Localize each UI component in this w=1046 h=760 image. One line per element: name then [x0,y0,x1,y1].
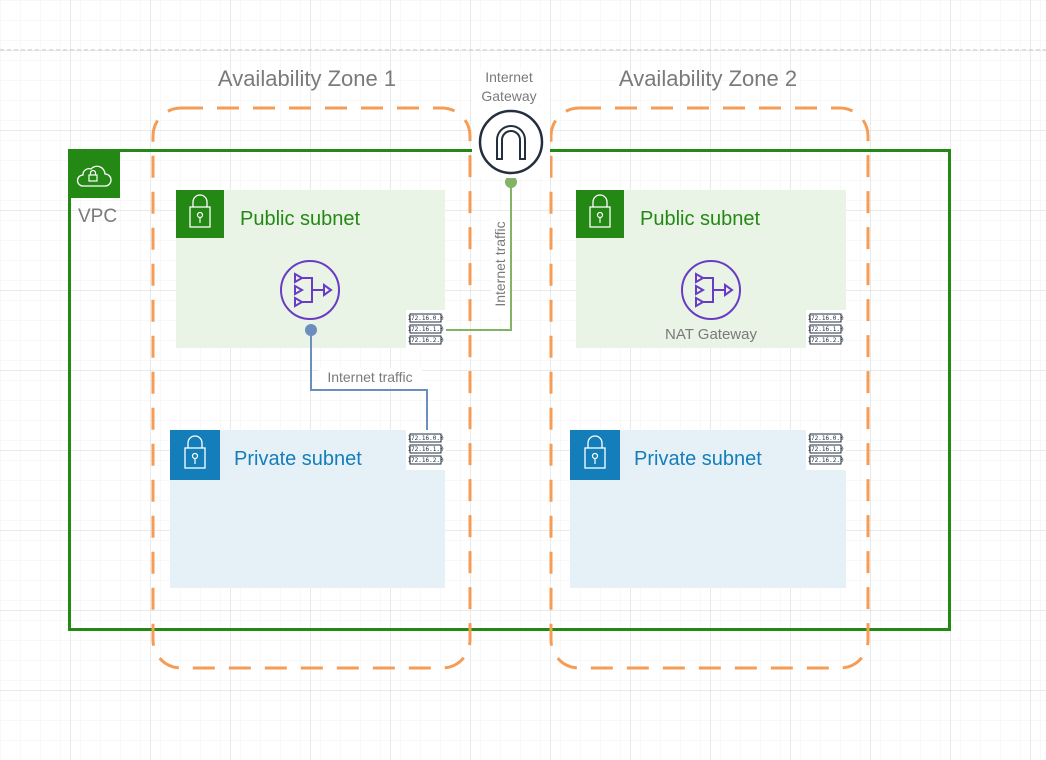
route-entry-box [809,335,842,345]
route-table-icon[interactable]: 172.16.0.0 172.16.1.0 172.16.2.0 [806,430,846,470]
az1-public-subnet[interactable]: Public subnet [176,190,445,348]
availability-zone-2[interactable]: Availability Zone 2 [549,66,870,670]
route-entry-box [409,433,442,443]
nat-gateway-label: NAT Gateway [665,326,757,343]
route-entry-box [409,335,442,345]
internet-gateway[interactable]: Internet Gateway [472,69,550,178]
zone-label: Availability Zone 2 [619,66,797,91]
route-entry-text: 172.16.0.0 [807,435,844,442]
subnet-label: Private subnet [634,448,762,470]
lock-icon [170,430,220,480]
route-entry-text: 172.16.2.0 [807,337,844,344]
route-entry-text: 172.16.1.0 [807,446,844,453]
route-entry-text: 172.16.1.0 [407,446,444,453]
lock-icon [570,430,620,480]
az2-public-subnet[interactable]: Public subnet NAT Gateway [576,190,846,348]
az2-private-subnet[interactable]: Private subnet [570,430,846,588]
route-entry-box [409,455,442,465]
route-table-icon[interactable]: 172.16.0.0 172.16.1.0 172.16.2.0 [806,310,846,350]
lock-icon [176,190,224,238]
route-entry-box [409,444,442,454]
route-entry-box [809,444,842,454]
availability-zone-1[interactable]: Availability Zone 1 [151,66,472,670]
lock-icon [576,190,624,238]
route-entry-text: 172.16.2.0 [807,457,844,464]
route-entry-box [809,324,842,334]
route-entry-box [409,313,442,323]
vpc-label: VPC [78,206,117,227]
route-entry-box [809,455,842,465]
route-entry-text: 172.16.0.0 [407,315,444,322]
internet-gateway-icon [472,106,550,178]
igw-label-line1: Internet [485,69,533,85]
route-table-icon[interactable]: 172.16.0.0 172.16.1.0 172.16.2.0 [406,310,446,350]
cloud-lock-icon [69,149,120,198]
igw-traffic-edge[interactable]: Internet traffic [442,176,517,331]
route-table-icon[interactable]: 172.16.0.0 172.16.1.0 172.16.2.0 [406,430,446,470]
route-entry-text: 172.16.1.0 [407,326,444,333]
route-entry-text: 172.16.2.0 [407,337,444,344]
edge-label: Internet traffic [492,221,508,306]
edge-label: Internet traffic [327,369,412,385]
route-entry-box [809,433,842,443]
route-entry-box [809,313,842,323]
nat-gateway-icon[interactable] [280,260,340,320]
route-entry-box [409,324,442,334]
route-entry-text: 172.16.0.0 [407,435,444,442]
nat-gateway-icon[interactable] [681,260,741,320]
zone-label: Availability Zone 1 [218,66,396,91]
route-entry-text: 172.16.0.0 [807,315,844,322]
igw-label-line2: Gateway [481,88,536,104]
route-entry-text: 172.16.2.0 [407,457,444,464]
nat-traffic-edge[interactable]: Internet traffic [305,324,428,431]
az1-private-subnet[interactable]: Private subnet [170,430,445,588]
subnet-label: Private subnet [234,448,362,470]
route-entry-text: 172.16.1.0 [807,326,844,333]
subnet-label: Public subnet [640,208,761,230]
subnet-label: Public subnet [240,208,361,230]
